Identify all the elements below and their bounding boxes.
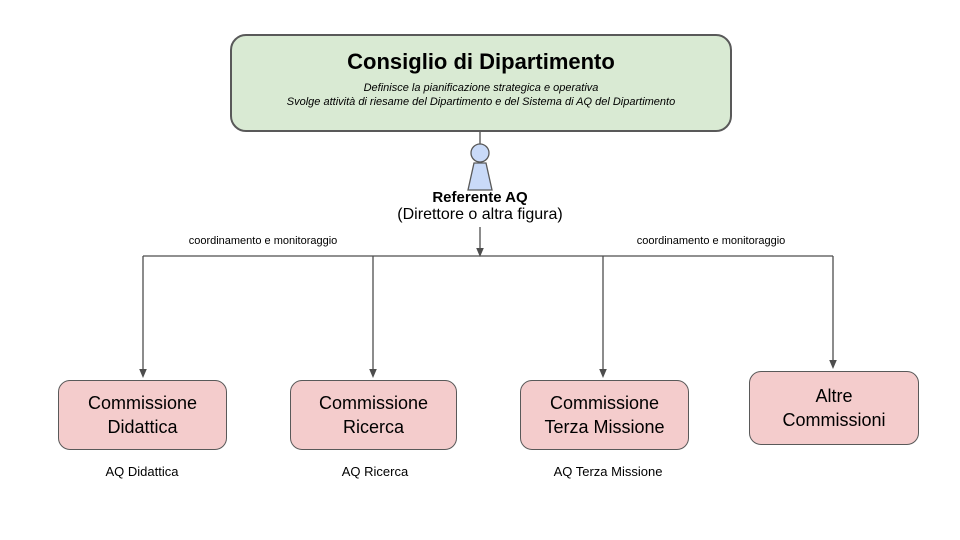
aq-ricerca-label: AQ Ricerca: [341, 464, 409, 479]
altre-commissioni-box: Altre Commissioni: [749, 371, 919, 445]
referente-aq-role: (Direttore o altra figura): [397, 206, 563, 223]
arrowhead-center: [476, 248, 484, 257]
commissione-didattica-box: Commissione Didattica: [58, 380, 227, 450]
coordination-label-left: coordinamento e monitoraggio: [188, 235, 338, 247]
arrowhead-ricerca: [369, 369, 377, 378]
commissione-ricerca-box: Commissione Ricerca: [290, 380, 457, 450]
person-body: [467, 162, 493, 191]
coordination-label-right: coordinamento e monitoraggio: [636, 235, 786, 247]
department-council-title: Consiglio di Dipartimento: [347, 49, 615, 74]
department-council-subtitle-line-2: Svolge attività di riesame del Dipartime…: [286, 95, 676, 108]
arrowhead-didattica: [139, 369, 147, 378]
person-head: [470, 143, 490, 163]
arrowhead-terza-missione: [599, 369, 607, 378]
referente-aq-name: Referente AQ: [432, 189, 528, 206]
aq-terza-missione-label: AQ Terza Missione: [553, 464, 663, 479]
aq-didattica-label: AQ Didattica: [105, 464, 179, 479]
department-council-subtitle-line-1: Definisce la pianificazione strategica e…: [363, 82, 599, 94]
commissione-terza-missione-box: Commissione Terza Missione: [520, 380, 689, 450]
arrowhead-altre-commissioni: [829, 360, 837, 369]
department-council-box: Consiglio di Dipartimento Definisce la p…: [230, 34, 732, 132]
department-council-subtitle: Definisce la pianificazione strategica e…: [232, 82, 730, 109]
person-actor-icon: [467, 143, 493, 191]
